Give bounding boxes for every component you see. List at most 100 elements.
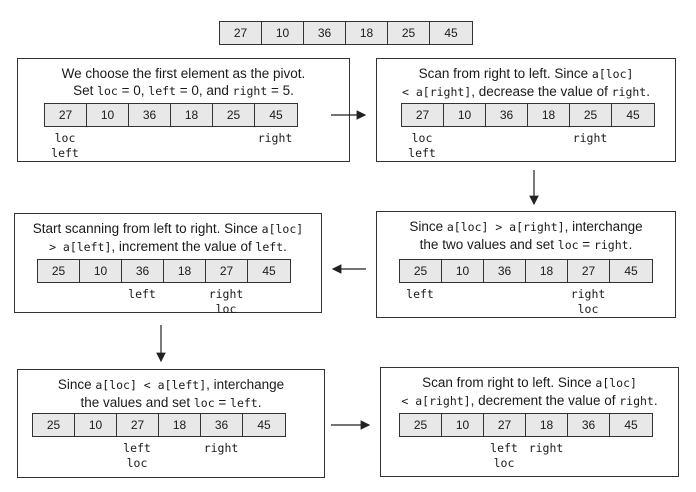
array-cell: 36 [486, 104, 528, 126]
array-cell: 36 [304, 22, 346, 44]
array-cell: 18 [528, 104, 570, 126]
pointer-label-loc: loc [577, 302, 599, 316]
array-cell: 36 [484, 260, 526, 282]
array-cell: 45 [624, 418, 638, 432]
caption-text: . [653, 393, 658, 408]
pointer-label-right: right [208, 287, 244, 301]
array-cell: 10 [444, 104, 486, 126]
step-6-panel: Scan from right to left. Since a[loc]< a… [380, 367, 679, 477]
pointer-label-left: left [490, 441, 518, 455]
array-cell: 25 [33, 414, 75, 436]
pointer-label-loc: loc [54, 131, 76, 145]
array-cell: 45 [626, 108, 640, 122]
code-fragment: right [611, 85, 647, 99]
caption-text: the values and set [80, 395, 194, 410]
step-caption: Since a[loc] > a[right], interchange the … [381, 218, 671, 254]
code-fragment: left [230, 396, 258, 410]
array-cell: 25 [38, 260, 80, 282]
array-cell: 45 [269, 108, 283, 122]
array-cell: 45 [257, 418, 271, 432]
step-3-panel: Since a[loc] > a[right], interchange the … [376, 211, 676, 318]
array-cell: 25 [400, 260, 442, 282]
code-fragment: a[loc] < a[left] [95, 378, 207, 392]
array-cell: 36 [568, 414, 610, 436]
array-cell: 27 [484, 414, 526, 436]
pointer-label-right: right [572, 131, 608, 145]
code-fragment: right [619, 394, 654, 408]
pointer-label-left: left [123, 441, 151, 455]
array-cell: 27 [117, 414, 159, 436]
caption-text: . [646, 84, 650, 99]
code-fragment: left [148, 84, 176, 98]
caption-text: Set [73, 83, 98, 98]
caption-text: = 5. [267, 83, 294, 98]
pointer-label-right: right [570, 287, 606, 301]
array-cell: 18 [171, 104, 213, 126]
array-cell: 25 [388, 22, 430, 44]
caption-text: . [628, 237, 633, 252]
caption-text: = 0, [117, 83, 149, 98]
array-cell: 18 [526, 260, 568, 282]
array-cell: 18 [164, 260, 206, 282]
code-fragment: right [593, 238, 629, 252]
caption-text: , decrement the value of [470, 393, 620, 408]
array-cell: 45 [624, 264, 638, 278]
array-cell: 27 [206, 260, 248, 282]
array-cell: 18 [526, 414, 568, 436]
array-cell: 18 [346, 22, 388, 44]
pointer-label-right: right [203, 441, 239, 455]
pointer-label-left: left [406, 287, 434, 301]
code-fragment: < a[right] [402, 85, 472, 99]
array-cell: 10 [87, 104, 129, 126]
array-cell: 27 [402, 104, 444, 126]
caption-text: the two values and set [419, 237, 558, 252]
caption-text: We choose the first element as the pivot… [61, 66, 306, 81]
code-fragment: loc [193, 396, 215, 410]
array-cell: 36 [129, 104, 171, 126]
pointer-label-right: right [257, 131, 293, 145]
code-fragment: a[loc] [591, 67, 634, 81]
caption-text: . [257, 395, 262, 410]
array-cell: 27 [220, 22, 262, 44]
array-cell: 45 [262, 264, 276, 278]
pointer-label-left: left [51, 146, 79, 160]
caption-text: Since [409, 219, 447, 234]
pointer-label-loc: loc [411, 131, 433, 145]
caption-text: . [283, 239, 287, 254]
caption-text: , interchange [564, 219, 643, 234]
code-fragment: left [255, 240, 284, 254]
pointer-label-loc: loc [215, 302, 237, 316]
code-fragment: a[loc] [261, 222, 304, 236]
step-1-panel: We choose the first element as the pivot… [17, 58, 350, 162]
code-fragment: a[loc] > a[right] [446, 220, 565, 234]
array-cell: 36 [201, 414, 243, 436]
array-cell: 36 [122, 260, 164, 282]
step-caption: Scan from right to left. Since a[loc]< a… [381, 65, 671, 101]
array-cell: 27 [568, 260, 610, 282]
pointer-label-right: right [528, 441, 564, 455]
pointer-label-left: left [408, 146, 436, 160]
step-caption: Scan from right to left. Since a[loc]< a… [385, 374, 674, 410]
step-caption: We choose the first element as the pivot… [22, 65, 345, 100]
array-cell: 10 [80, 260, 122, 282]
step-caption: Start scanning from left to right. Since… [19, 220, 317, 256]
code-fragment: > a[left] [49, 240, 112, 254]
array-cell: 45 [444, 26, 458, 40]
pointer-label-left: left [128, 287, 156, 301]
code-fragment: < a[right] [401, 394, 471, 408]
